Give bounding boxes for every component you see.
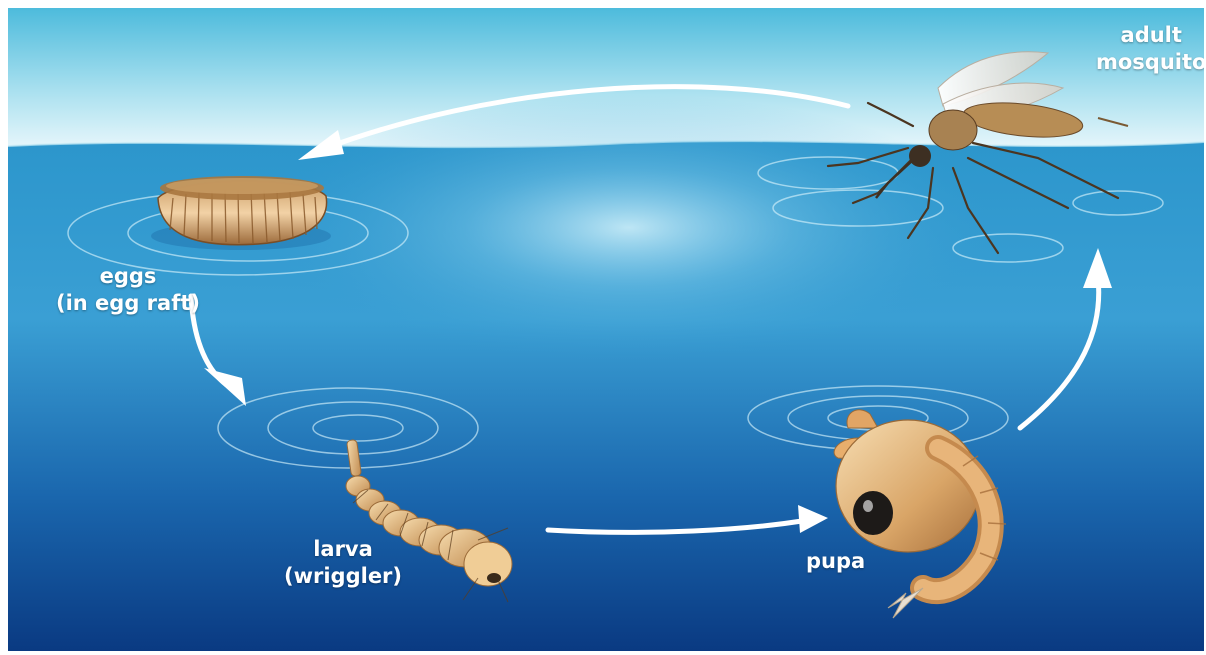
label-pupa: pupa [806,548,865,575]
label-pupa-line1: pupa [806,548,865,575]
label-eggs-line1: eggs [56,263,200,290]
label-larva-line2: (wriggler) [284,563,402,590]
label-adult: adult mosquito [1096,22,1204,76]
label-eggs-line2: (in egg raft) [56,290,200,317]
label-adult-line2: mosquito [1096,49,1204,76]
egg-raft-icon [151,176,331,250]
life-cycle-diagram: eggs (in egg raft) larva (wriggler) pupa… [8,8,1204,651]
water-scene [8,8,1204,651]
label-larva: larva (wriggler) [284,536,402,590]
label-eggs: eggs (in egg raft) [56,263,200,317]
label-adult-line1: adult [1096,22,1204,49]
label-larva-line1: larva [284,536,402,563]
